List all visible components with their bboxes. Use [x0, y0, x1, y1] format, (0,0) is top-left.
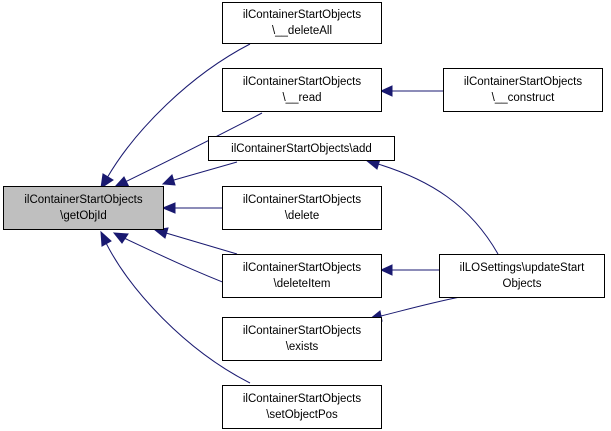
- arrowhead-getobjid-from-add: [161, 174, 176, 186]
- node-setobjectpos[interactable]: ilContainerStartObjects \setObjectPos: [222, 385, 382, 429]
- node-deleteitem-line1: ilContainerStartObjects: [242, 262, 362, 274]
- arrowhead-getobjid-from-delete: [161, 202, 176, 214]
- node-getobjid-line1: ilContainerStartObjects: [24, 194, 143, 206]
- node-setobjectpos-line1: ilContainerStartObjects: [242, 393, 362, 405]
- node-exists[interactable]: ilContainerStartObjects \exists: [222, 317, 382, 361]
- node-updatestartobjects[interactable]: ilLOSettings\updateStart Objects: [439, 254, 605, 298]
- node-delete-line2: \delete: [284, 210, 320, 222]
- edge-deleteitem-to-getobjid: [165, 232, 238, 255]
- node-read-line1: ilContainerStartObjects: [242, 76, 362, 88]
- node-updatestartobjects-line2: Objects: [502, 278, 542, 290]
- node-add[interactable]: ilContainerStartObjects\add: [208, 136, 395, 161]
- node-deleteall-line2: \__deleteAll: [271, 25, 333, 37]
- node-construct-line2: \__construct: [491, 92, 555, 104]
- node-exists-line1: ilContainerStartObjects: [242, 325, 362, 337]
- arrowhead-getobjid-from-setobjectpos: [100, 230, 112, 247]
- arrowhead-getobjid-from-exists: [112, 232, 129, 244]
- node-delete[interactable]: ilContainerStartObjects \delete: [222, 186, 382, 230]
- edge-read-to-getobjid: [124, 112, 263, 183]
- node-add-line1: ilContainerStartObjects\add: [231, 142, 372, 155]
- node-read-line2: \__read: [282, 92, 322, 104]
- node-deleteitem[interactable]: ilContainerStartObjects \deleteItem: [222, 254, 382, 298]
- node-delete-line1: ilContainerStartObjects: [242, 194, 362, 206]
- node-setobjectpos-line2: \setObjectPos: [266, 409, 338, 421]
- node-construct-line1: ilContainerStartObjects: [463, 76, 583, 88]
- node-construct[interactable]: ilContainerStartObjects \__construct: [443, 68, 603, 112]
- node-getobjid[interactable]: ilContainerStartObjects \getObjId: [3, 186, 164, 230]
- arrowhead-getobjid-from-deleteall: [100, 173, 114, 190]
- node-deleteall[interactable]: ilContainerStartObjects \__deleteAll: [222, 2, 382, 44]
- edge-setobjectpos-to-getobjid: [105, 242, 251, 384]
- node-deleteall-line1: ilContainerStartObjects: [242, 9, 362, 21]
- node-updatestartobjects-line1: ilLOSettings\updateStart: [459, 262, 585, 274]
- node-exists-line2: \exists: [285, 341, 319, 353]
- node-getobjid-line2: \getObjId: [60, 210, 107, 222]
- node-read[interactable]: ilContainerStartObjects \__read: [222, 68, 382, 112]
- edge-updatestart-to-exists: [380, 296, 461, 317]
- edge-add-to-getobjid: [173, 161, 238, 181]
- arrowhead-deleteitem-from-updatestart: [379, 264, 393, 276]
- edge-deleteall-to-getobjid: [106, 43, 251, 179]
- arrowhead-read-from-construct: [379, 85, 393, 97]
- edge-updatestart-to-add: [377, 163, 499, 255]
- node-deleteitem-line2: \deleteItem: [273, 278, 331, 290]
